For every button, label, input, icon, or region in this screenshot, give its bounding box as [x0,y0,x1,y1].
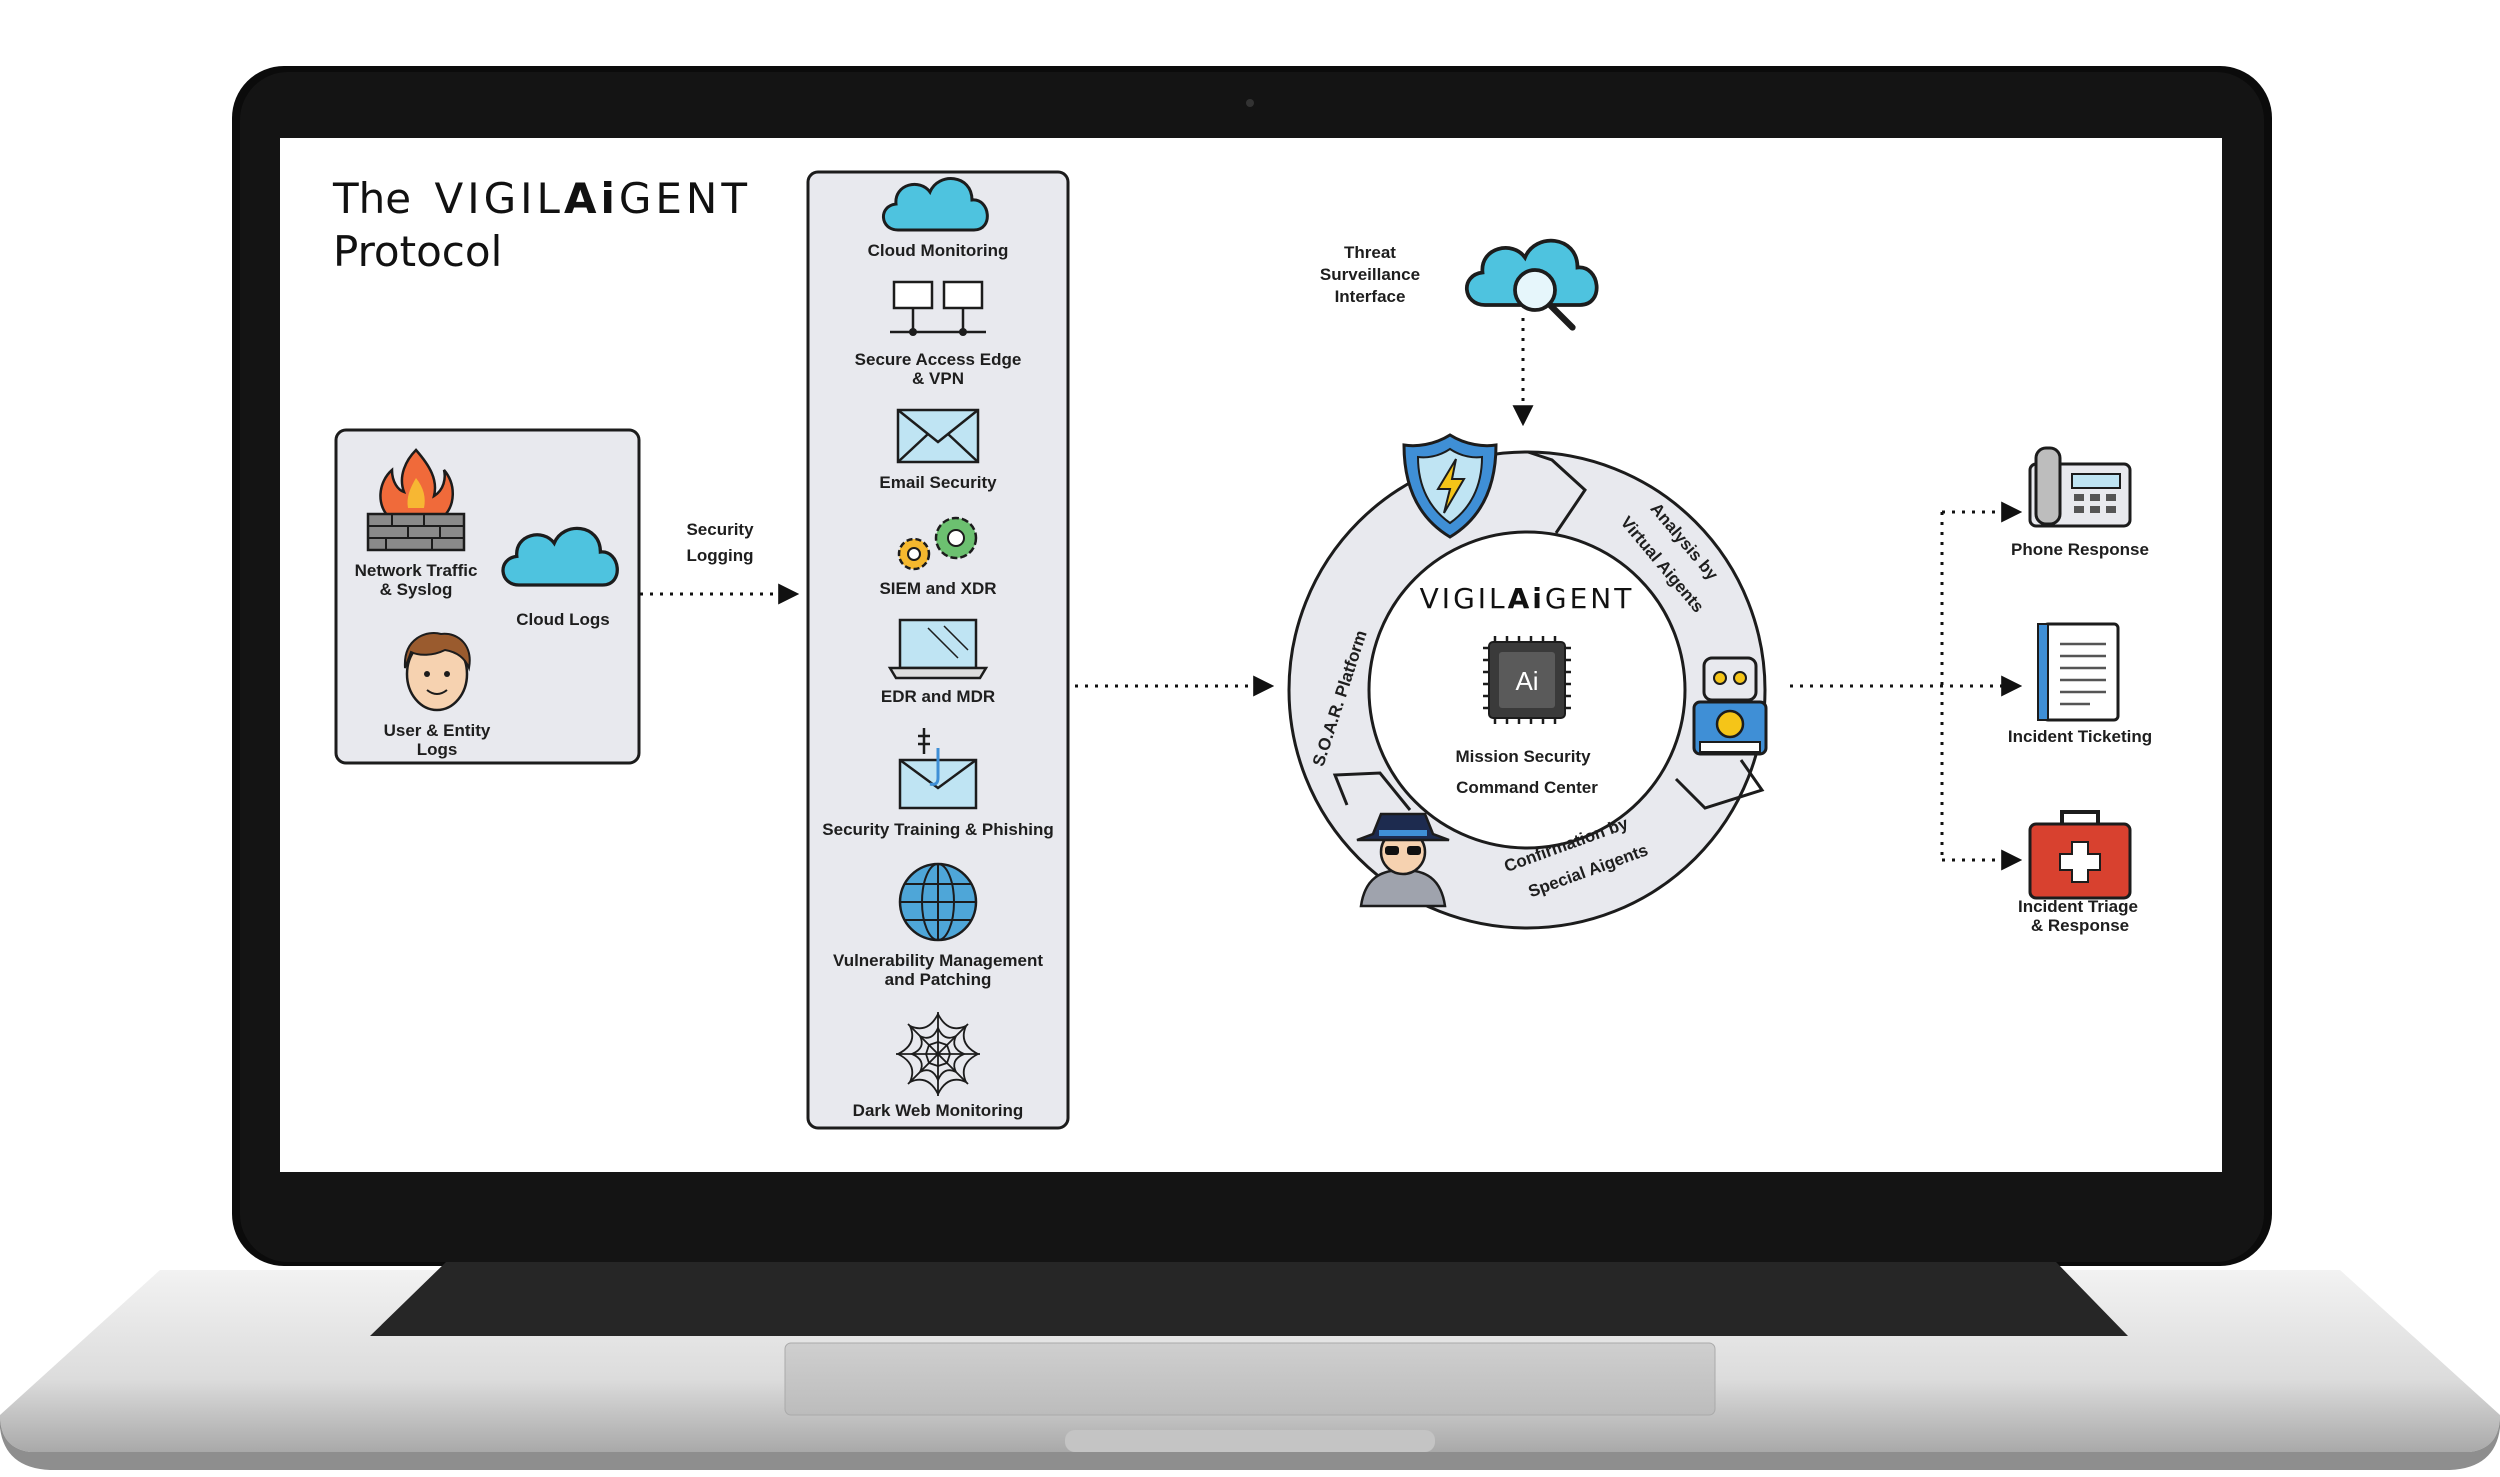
svg-text:The VIGILAiGENT: The VIGILAiGENT [332,174,751,223]
user-face-icon [403,632,471,712]
output-ticket-label: Incident Ticketing [2008,727,2152,746]
service-label: SIEM and XDR [879,579,996,598]
service-label: Cloud Monitoring [868,241,1009,260]
security-logging-connector: Security Logging [640,520,800,605]
chip-label: Ai [1515,666,1538,696]
robot-agent-icon [1692,656,1768,756]
notebook-icon [2037,622,2120,722]
trackpad [784,1342,1716,1416]
laptop-base [0,1262,2500,1470]
services-panel: Cloud Monitoring Secure Access Edge & VP… [806,170,1070,1130]
diagram-title: The VIGILAiGENT Protocol [332,174,751,276]
service-label: Secure Access Edge [855,350,1022,369]
ai-chip-icon: Ai [1483,636,1571,724]
network-computers-icon [890,280,986,336]
center-title-2: Command Center [1456,778,1598,797]
source-network-label: Network Traffic [355,561,478,580]
spider-web-icon [895,1011,981,1097]
phone-response: Phone Response [2011,446,2149,559]
threat-surveillance: Threat Surveillance Interface [1320,238,1599,427]
svg-text:Logging: Logging [686,546,753,565]
soar-ring: S.O.A.R. Platform Analysis by Virtual Ai… [1287,433,1768,930]
incident-triage: Incident Triage & Response [2018,810,2138,935]
svg-text:Interface: Interface [1335,287,1406,306]
service-label: Security Training & Phishing [822,820,1053,839]
globe-icon [898,862,978,942]
output-triage-label-2: & Response [2031,916,2129,935]
source-cloud-label: Cloud Logs [516,610,609,629]
shield-icon [1402,433,1498,539]
desk-phone-icon [2028,446,2132,528]
service-label: Vulnerability Management [833,951,1043,970]
cloud-search-icon [1464,238,1599,331]
title-protocol: Protocol [333,227,502,276]
service-label: Email Security [879,473,997,492]
source-user-label: User & Entity [384,721,491,740]
spy-agent-icon [1356,812,1450,908]
incident-ticketing: Incident Ticketing [2008,622,2152,746]
source-user-label-2: Logs [417,740,458,759]
service-label-2: and Patching [885,970,992,989]
hinge-notch [1065,1430,1435,1452]
center-brand: VIGILAiGENT [1420,582,1635,615]
gears-icon [897,516,978,571]
service-label: EDR and MDR [881,687,995,706]
source-network-label-2: & Syslog [380,580,453,599]
firewall-fire-icon [366,448,466,552]
svg-text:Surveillance: Surveillance [1320,265,1420,284]
service-label-2: & VPN [912,369,964,388]
output-triage-label: Incident Triage [2018,897,2138,916]
sources-panel: Network Traffic & Syslog Cloud Logs User… [334,428,641,765]
camera-dot [1246,99,1254,107]
output-phone-label: Phone Response [2011,540,2149,559]
service-label: Dark Web Monitoring [853,1101,1024,1120]
phishing-hook-icon [898,728,978,810]
center-title-1: Mission Security [1455,747,1591,766]
keyboard [370,1262,2128,1336]
envelope-icon [896,408,980,464]
laptop-icon [887,618,989,680]
first-aid-kit-icon [2028,810,2132,900]
svg-text:Threat: Threat [1344,243,1396,262]
output-connectors [1790,501,2023,871]
svg-text:Security: Security [686,520,754,539]
